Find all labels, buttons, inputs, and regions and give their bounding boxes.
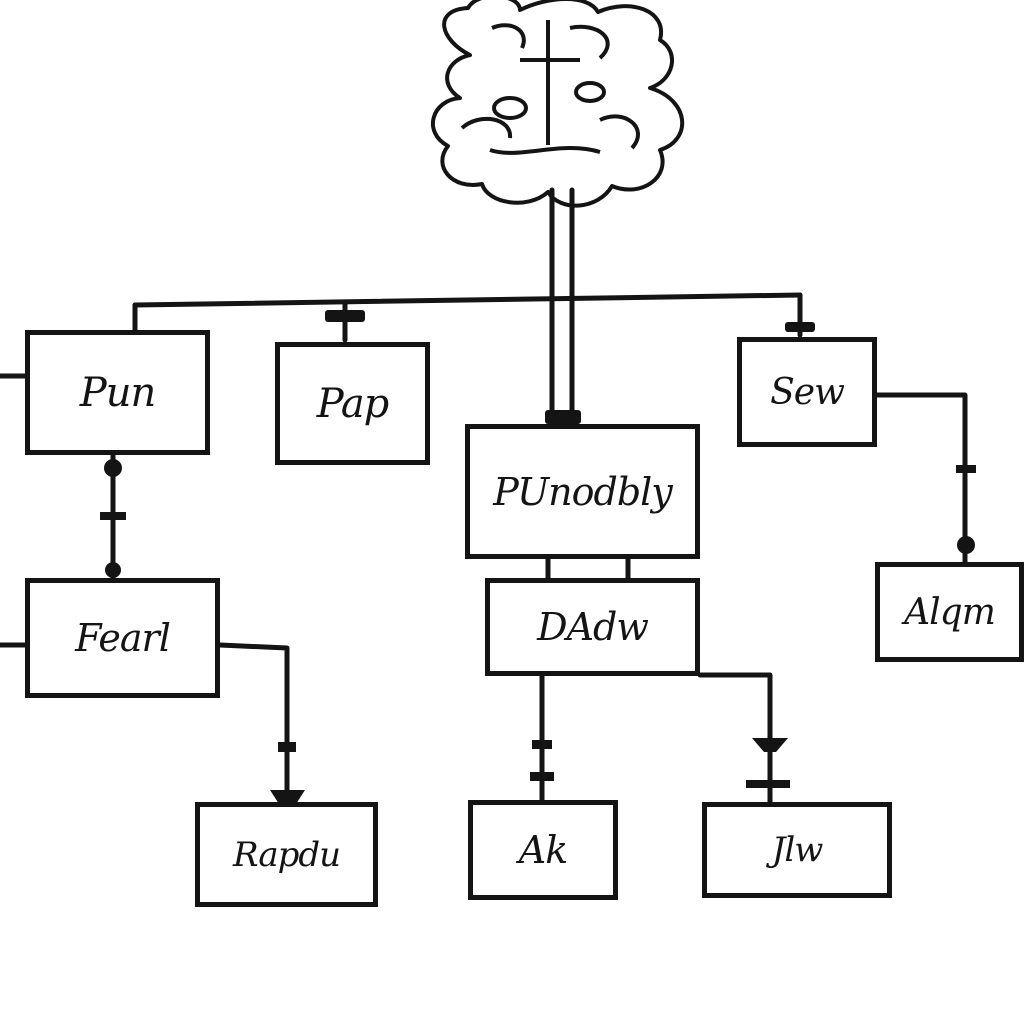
node-sew: Sew bbox=[737, 337, 877, 447]
node-label: Sew bbox=[770, 371, 845, 413]
node-label: Pun bbox=[79, 369, 156, 416]
node-label: PUnodbly bbox=[493, 469, 673, 514]
node-label: DAdw bbox=[537, 605, 649, 649]
node-rapdu: Rapdu bbox=[195, 802, 378, 907]
node-pundably: PUnodbly bbox=[465, 424, 700, 559]
node-label: Fearl bbox=[75, 616, 171, 660]
node-label: Jlw bbox=[771, 830, 824, 870]
node-label: Pap bbox=[316, 380, 390, 427]
node-ak: Ak bbox=[468, 800, 618, 900]
node-pap: Pap bbox=[275, 342, 430, 465]
node-label: Rapdu bbox=[232, 834, 341, 875]
node-jlw: Jlw bbox=[702, 802, 892, 898]
node-label: Ak bbox=[518, 828, 568, 872]
node-fearl: Fearl bbox=[25, 578, 220, 698]
node-dadw: DAdw bbox=[485, 578, 700, 676]
node-label: Alqm bbox=[904, 591, 996, 633]
node-alqm: Alqm bbox=[875, 562, 1024, 662]
node-pun: Pun bbox=[25, 330, 210, 455]
tree-icon bbox=[430, 0, 685, 208]
